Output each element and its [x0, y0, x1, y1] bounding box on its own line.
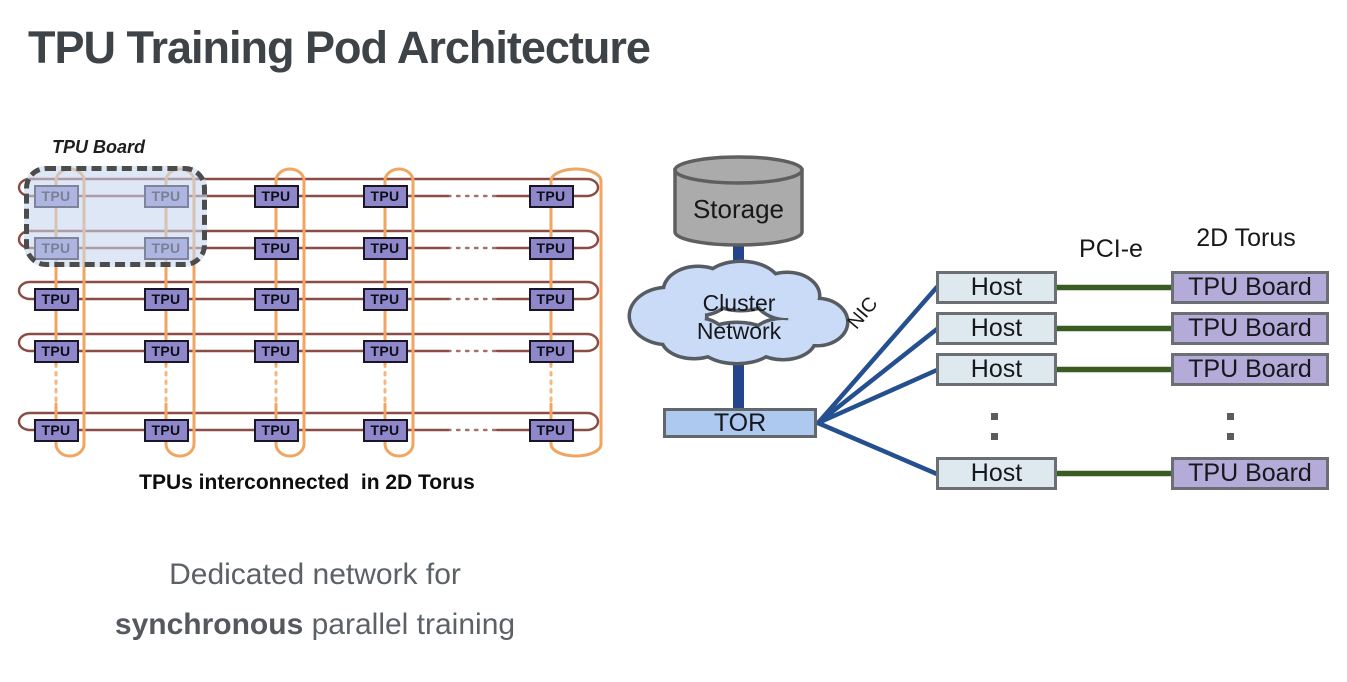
tpu-chip: TPU [143, 287, 189, 311]
tpu-chip: TPU [528, 287, 574, 311]
torus-link [17, 177, 600, 198]
torus-link [549, 167, 603, 458]
host-box-4: Host [936, 457, 1057, 490]
torus-caption: TPUs interconnected in 2D Torus [139, 471, 475, 494]
tpu-chip: TPU [253, 236, 299, 260]
tpu-chip: TPU [253, 184, 299, 208]
page-title: TPU Training Pod Architecture [28, 22, 651, 73]
pcie-links [1057, 284, 1171, 477]
storage-cylinder-icon [673, 155, 804, 247]
tpu-chip: TPU [528, 236, 574, 260]
tpu-board-label: TPU Board [52, 137, 146, 157]
tpu-chip: TPU [528, 184, 574, 208]
torus-link [17, 229, 600, 250]
tpu-board-box-2: TPU Board [1171, 312, 1329, 345]
tpu-chip: TPU [253, 287, 299, 311]
nic-links [815, 284, 940, 477]
tpu-chip: TPU [362, 236, 408, 260]
boards-ellipsis [1227, 413, 1234, 440]
tpu-board-box-3: TPU Board [1171, 353, 1329, 386]
host-label: Host [970, 273, 1023, 301]
tpu-chip: TPU [362, 287, 408, 311]
tpu-chip: TPU [362, 339, 408, 363]
note-text: Dedicated network for synchronous paralle… [55, 550, 575, 650]
tpu-chip: TPU [143, 418, 189, 442]
tpu-board-box-4: TPU Board [1171, 457, 1329, 490]
hosts-ellipsis [991, 413, 998, 440]
cloud-tor-link [733, 330, 744, 415]
note-bold-word: synchronous [114, 608, 304, 641]
torus-link [17, 411, 600, 432]
cluster-network-label-line2: Network [696, 318, 782, 344]
tpu-chip: TPU [143, 339, 189, 363]
torus-2d-label: 2D Torus [1196, 224, 1296, 252]
tpu-chip: TPU [253, 339, 299, 363]
host-label: Host [970, 314, 1023, 342]
tpu-chip: TPU [33, 418, 79, 442]
tor-switch: TOR [663, 408, 817, 438]
torus-link [17, 332, 600, 353]
tpu-chip: TPU [528, 418, 574, 442]
tpu-chip: TPU [33, 287, 79, 311]
tor-label: TOR [713, 408, 767, 437]
tpu-chip: TPU [253, 418, 299, 442]
cluster-network-label-line1: Cluster [702, 290, 776, 316]
tpu-board-outline [24, 166, 207, 267]
storage-cloud-link [733, 200, 744, 300]
host-box-1: Host [936, 271, 1057, 304]
tpu-board-box-label: TPU Board [1188, 355, 1312, 383]
pcie-label: PCI-e [1079, 235, 1143, 263]
tpu-board-box-label: TPU Board [1188, 273, 1312, 301]
tpu-chip: TPU [33, 339, 79, 363]
tpu-board-box-label: TPU Board [1188, 459, 1312, 487]
tpu-board-box-1: TPU Board [1171, 271, 1329, 304]
note-line2-rest: parallel training [303, 608, 516, 641]
host-label: Host [970, 355, 1023, 383]
cluster-network-cloud-icon [627, 259, 850, 366]
storage-label: Storage [692, 194, 785, 224]
host-label: Host [970, 459, 1023, 487]
torus-grid-lines [17, 167, 603, 458]
host-box-2: Host [936, 312, 1057, 345]
tpu-chip: TPU [362, 184, 408, 208]
tpu-chip: TPU [528, 339, 574, 363]
torus-link [383, 167, 415, 458]
note-line1: Dedicated network for [169, 558, 461, 591]
torus-link [17, 280, 600, 301]
torus-link [274, 167, 306, 458]
tpu-board-box-label: TPU Board [1188, 314, 1312, 342]
host-box-3: Host [936, 353, 1057, 386]
cluster-network-label: Cluster Network [657, 289, 821, 345]
tpu-chip: TPU [362, 418, 408, 442]
